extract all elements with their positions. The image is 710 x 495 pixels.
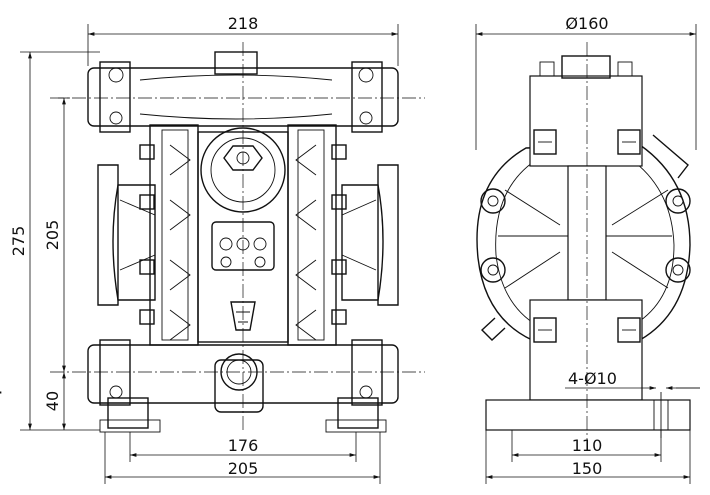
svg-text:·: · — [0, 383, 3, 402]
side-dimensions: Ø160 4-Ø10 110 150 — [475, 14, 700, 484]
dim-205-vertical: 205 — [43, 220, 62, 251]
front-view — [50, 42, 425, 433]
dim-205-horizontal: 205 — [228, 459, 259, 478]
dim-110: 110 — [572, 436, 603, 455]
side-view — [476, 42, 691, 440]
dim-40: 40 — [43, 391, 62, 411]
front-dimensions: 218 275 205 40 · 176 205 — [0, 14, 399, 484]
dim-4-d10: 4-Ø10 — [568, 369, 617, 388]
dim-275: 275 — [9, 226, 28, 257]
dim-176: 176 — [228, 436, 259, 455]
dim-d160: Ø160 — [565, 14, 608, 33]
dim-218: 218 — [228, 14, 259, 33]
dim-150: 150 — [572, 459, 603, 478]
